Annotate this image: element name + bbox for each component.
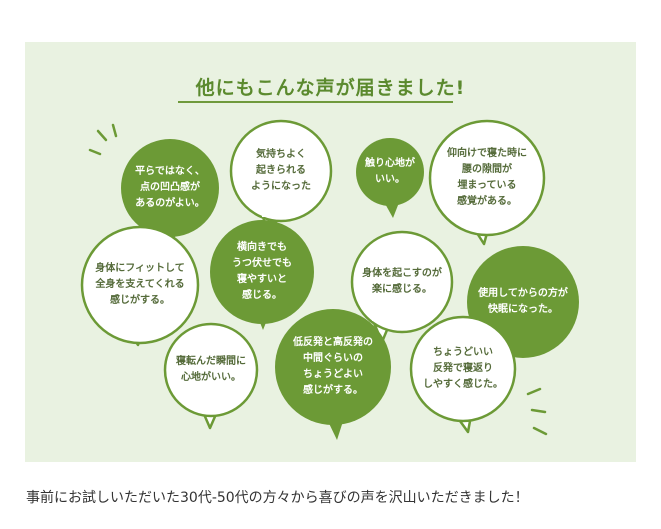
bubble-5 [80, 225, 200, 347]
bubble-11 [409, 315, 517, 434]
bubble-5-text: 身体にフィットして 全身を支えてくれる 感じがする。 [95, 263, 185, 306]
bubble-11-text: ちょうどいい 反発で寝返り しやすく感じた。 [423, 347, 503, 390]
caption-text: 事前にお試しいただいた30代-50代の方々から喜びの声を沢山いただきました！ [26, 490, 529, 506]
accent-lines-top-left [88, 123, 118, 156]
accent-lines-bottom-right [526, 387, 548, 436]
bubble-8-text: 使用してからの方が 快眠になった。 [478, 288, 568, 315]
bubble-6 [210, 220, 314, 330]
bubble-7-text: 身体を起こすのが 楽に感じる。 [362, 268, 442, 295]
bubble-10 [275, 309, 391, 440]
bubble-6-text: 横向きでも うつ伏せでも 寝やすいと 感じる。 [232, 242, 292, 301]
bubble-3 [356, 138, 424, 218]
bubble-9 [163, 322, 259, 430]
section-title: 他にもこんな声が届きました! [195, 77, 466, 99]
bubble-1-text: 平らではなく、 点の凹凸感が あるのがよい。 [135, 166, 205, 209]
bubble-4 [428, 119, 546, 246]
bubble-7 [350, 230, 454, 344]
title-underline [178, 101, 453, 103]
bubble-9-text: 寝転んだ瞬間に 心地がいい。 [176, 356, 246, 383]
bubble-3-text: 触り心地が いい。 [365, 158, 415, 185]
bubble-10-text: 低反発と高反発の 中間ぐらいの ちょうどよい 感じがする。 [293, 337, 373, 396]
bubble-4-text: 仰向けで寝た時に 腰の隙間が 埋まっている 感覚がある。 [447, 148, 527, 207]
bubble-2-text: 気持ちよく 起きられる ようになった [251, 149, 311, 192]
